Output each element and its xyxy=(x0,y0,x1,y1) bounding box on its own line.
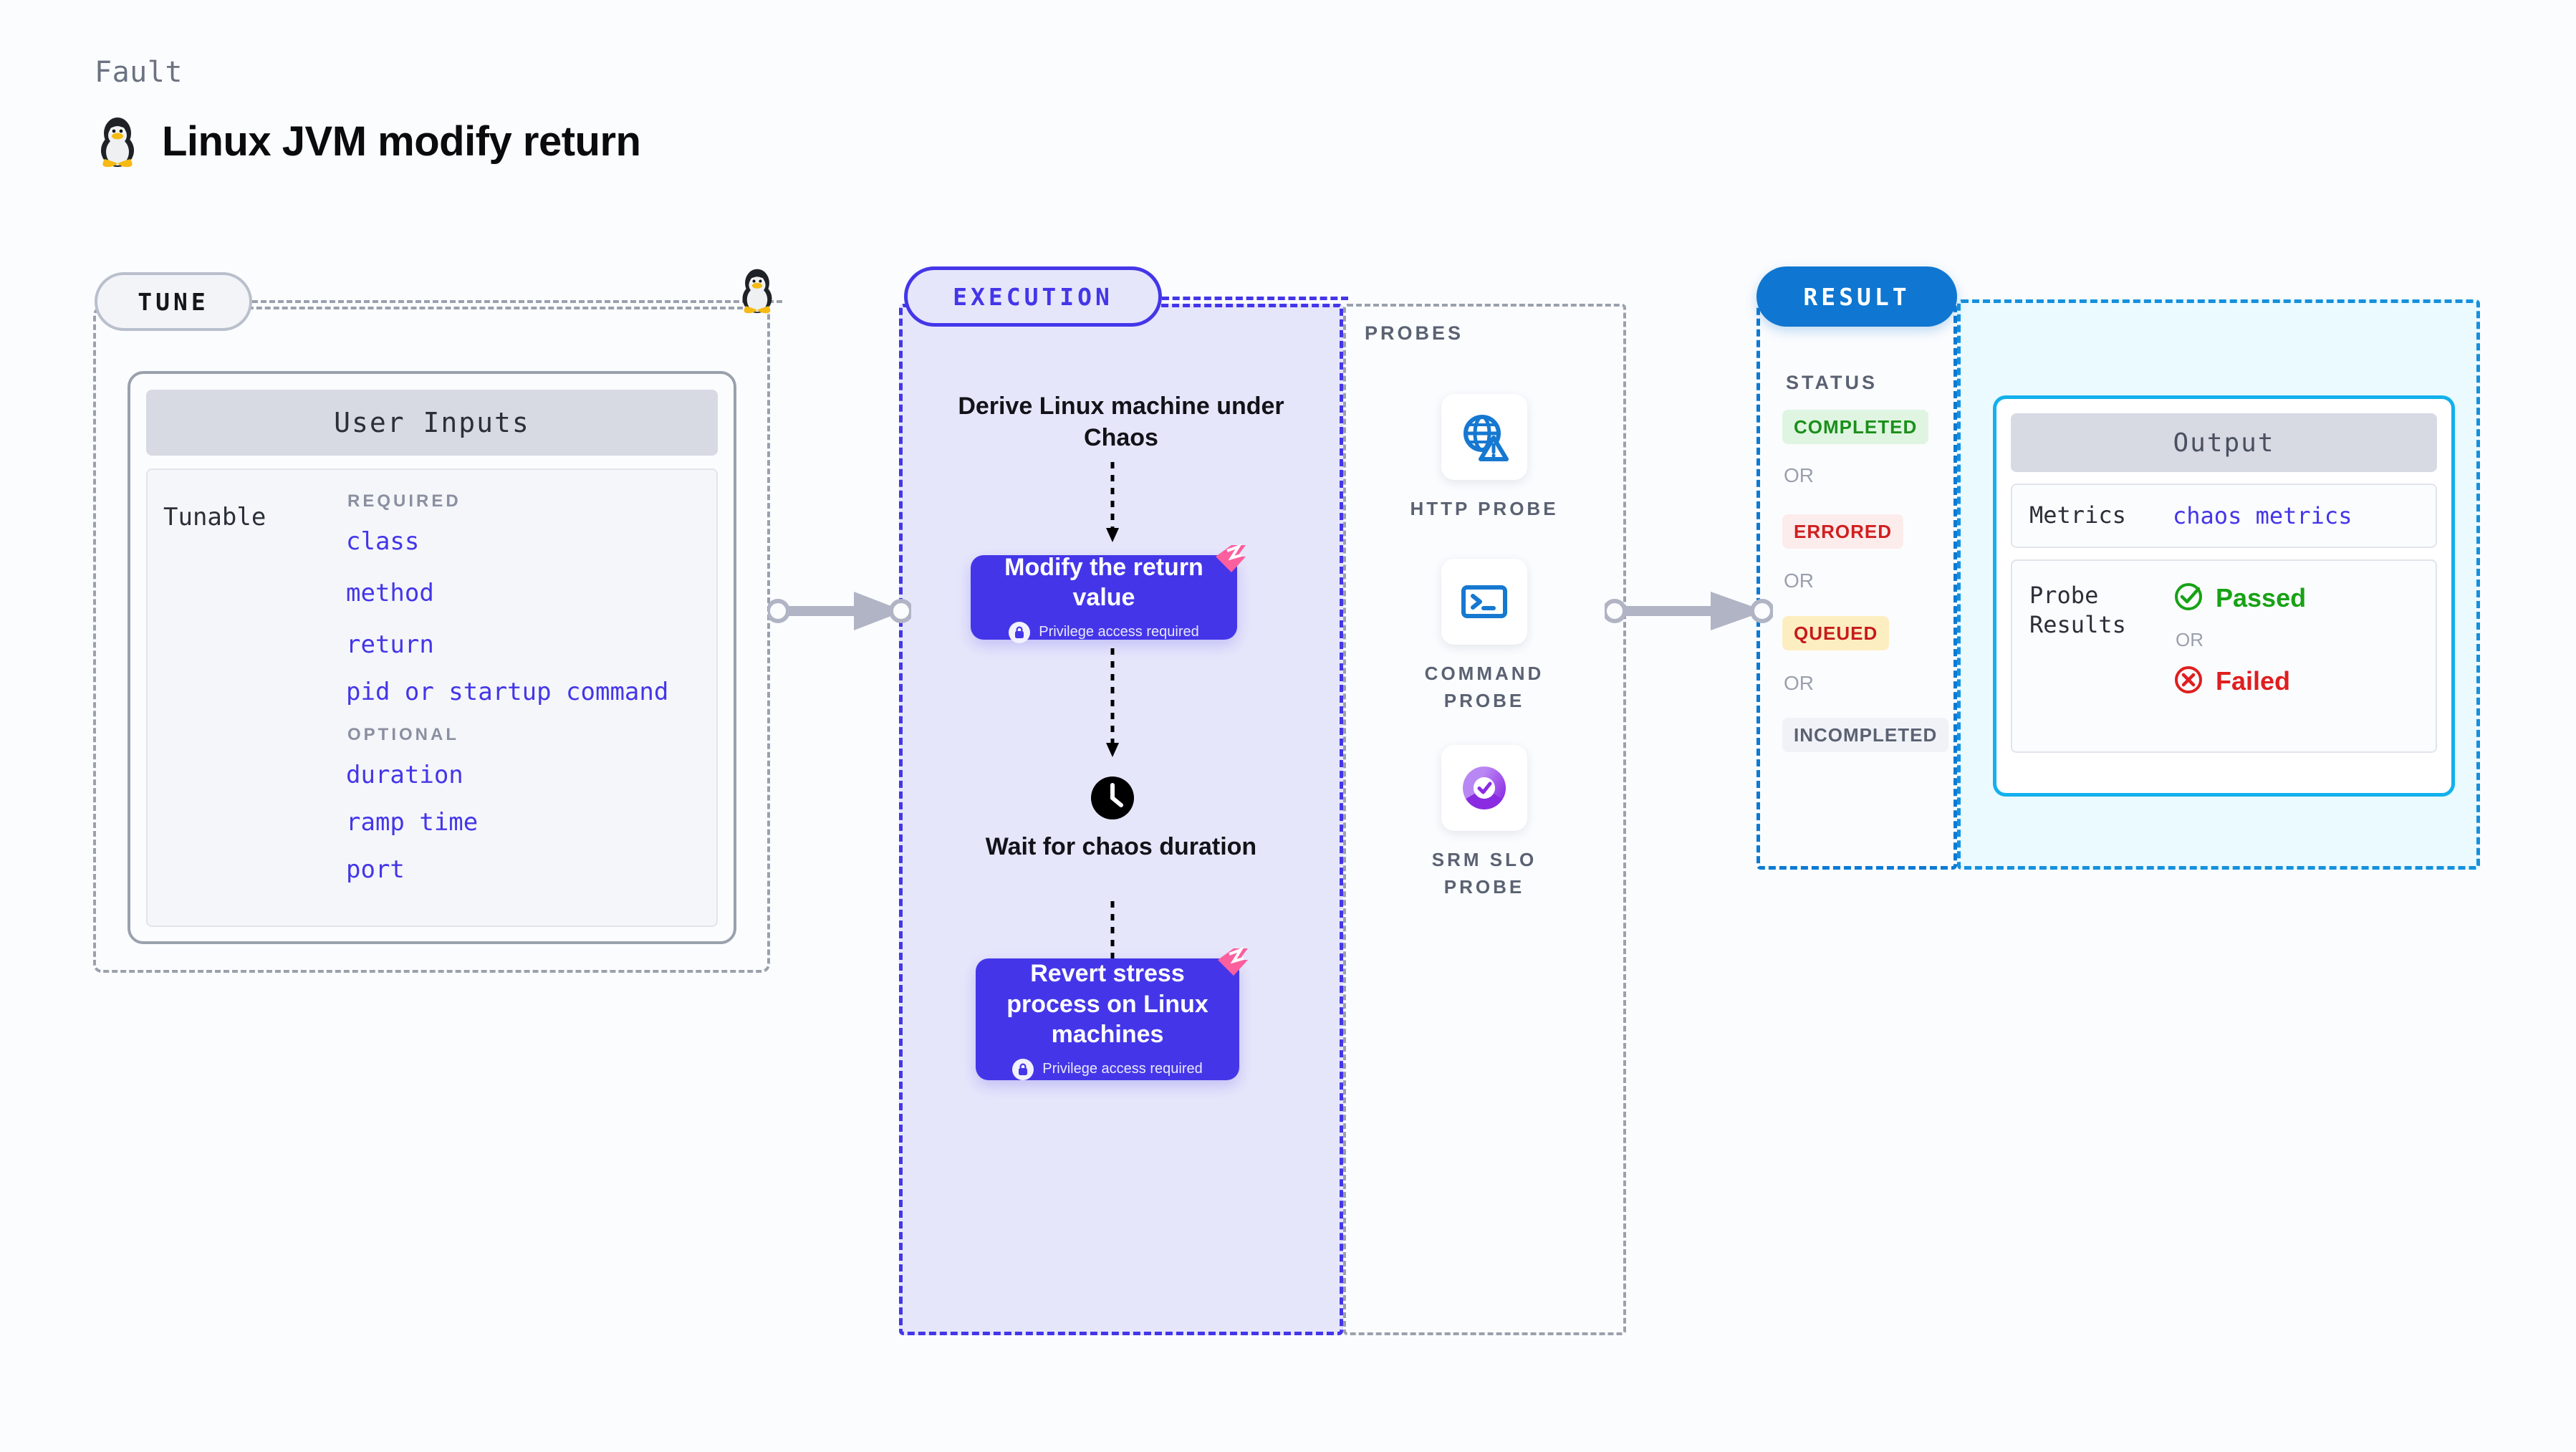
status-or-1: OR xyxy=(1784,464,1814,486)
result-section-boundary xyxy=(1756,304,1957,870)
step-modify-return-value-card[interactable]: Modify the return value Privilege access… xyxy=(971,544,1246,643)
step-revert-stress-process-card[interactable]: Revert stress process on Linux machines … xyxy=(976,947,1248,1080)
output-metrics-key: Metrics xyxy=(2029,501,2126,529)
status-badge-queued: QUEUED xyxy=(1782,616,1890,650)
param-class[interactable]: class xyxy=(346,527,420,556)
clock-icon xyxy=(1090,776,1135,824)
flow-arrow-1 xyxy=(1103,462,1122,552)
harness-logo-icon xyxy=(1210,541,1250,582)
status-badge-errored: ERRORED xyxy=(1782,514,1904,549)
probe-http[interactable]: HTTP PROBE xyxy=(1391,394,1577,523)
probe-command[interactable]: COMMAND PROBE xyxy=(1391,559,1577,714)
probe-result-passed-label: Passed xyxy=(2216,583,2307,613)
param-duration[interactable]: duration xyxy=(346,761,463,789)
user-inputs-card: User Inputs Tunable REQUIRED class metho… xyxy=(128,371,736,944)
flow-arrow-2 xyxy=(1103,648,1122,766)
param-method[interactable]: method xyxy=(346,579,434,607)
probe-result-or: OR xyxy=(2176,628,2203,650)
execution-top-dashed-line xyxy=(1162,297,1348,300)
result-section-pill[interactable]: RESULT xyxy=(1756,266,1957,327)
step-modify-return-value-title: Modify the return value xyxy=(1004,553,1203,612)
slo-donut-check-icon xyxy=(1441,745,1527,831)
status-or-2: OR xyxy=(1784,569,1814,592)
param-return[interactable]: return xyxy=(346,630,434,659)
probe-http-label: HTTP PROBE xyxy=(1410,498,1559,519)
param-pid-or-startup-command[interactable]: pid or startup command xyxy=(346,678,669,706)
output-metrics-value[interactable]: chaos metrics xyxy=(2173,501,2352,529)
probe-result-passed: Passed xyxy=(2173,581,2306,616)
probes-section-label: PROBES xyxy=(1365,322,1464,344)
status-badge-incompleted: INCOMPLETED xyxy=(1782,718,1949,752)
connector-tune-to-execution xyxy=(766,586,913,640)
probe-result-failed-label: Failed xyxy=(2216,666,2291,696)
tunable-params-list: REQUIRED class method return pid or star… xyxy=(346,491,701,904)
output-card-title: Output xyxy=(2011,413,2437,472)
user-inputs-card-body: Tunable REQUIRED class method return pid… xyxy=(146,468,718,927)
user-inputs-card-title: User Inputs xyxy=(146,390,718,456)
tunable-row-label: Tunable xyxy=(163,503,266,532)
probe-srm-slo-label: SRM SLO PROBE xyxy=(1431,849,1537,898)
output-probe-results-key: Probe Results xyxy=(2029,581,2126,639)
step-revert-stress-process-title: Revert stress process on Linux machines xyxy=(1006,960,1208,1049)
tux-penguin-icon xyxy=(95,115,140,168)
x-circle-icon xyxy=(2173,664,2204,699)
privilege-access-note-2: Privilege access required xyxy=(1012,1058,1203,1080)
privilege-access-note-1: Privilege access required xyxy=(1009,621,1199,643)
probe-srm-slo[interactable]: SRM SLO PROBE xyxy=(1391,745,1577,900)
status-or-3: OR xyxy=(1784,672,1814,694)
status-badge-completed: COMPLETED xyxy=(1782,410,1929,444)
lock-icon xyxy=(1009,621,1031,643)
tux-penguin-perched-icon xyxy=(736,266,778,317)
output-row-probe-results: Probe Results Passed OR xyxy=(2011,559,2437,753)
param-port[interactable]: port xyxy=(346,855,405,884)
probe-command-label: COMMAND PROBE xyxy=(1424,663,1544,711)
execution-section-pill[interactable]: EXECUTION xyxy=(904,266,1162,327)
output-card: Output Metrics chaos metrics Probe Resul… xyxy=(1993,395,2455,797)
connector-probes-to-result xyxy=(1602,586,1774,640)
probe-result-failed: Failed xyxy=(2173,664,2306,699)
lock-icon xyxy=(1012,1058,1034,1080)
globe-warning-icon xyxy=(1441,394,1527,480)
privilege-access-label-2: Privilege access required xyxy=(1042,1061,1203,1077)
terminal-icon xyxy=(1441,559,1527,645)
param-ramp-time[interactable]: ramp time xyxy=(346,808,479,837)
status-group-label: STATUS xyxy=(1786,372,1878,393)
derive-linux-machine-node: Derive Linux machine under Chaos xyxy=(958,393,1284,452)
optional-group-label: OPTIONAL xyxy=(347,725,459,744)
privilege-access-label-1: Privilege access required xyxy=(1039,624,1199,640)
fault-eyebrow-label: Fault xyxy=(95,56,183,89)
tune-top-dashed-line xyxy=(252,300,782,303)
page-title: Linux JVM modify return xyxy=(162,117,641,165)
probe-results-values: Passed OR Failed xyxy=(2173,581,2306,699)
output-row-metrics: Metrics chaos metrics xyxy=(2011,484,2437,548)
harness-logo-icon xyxy=(1212,944,1252,985)
wait-for-chaos-duration-node: Wait for chaos duration xyxy=(985,833,1257,860)
page-title-row: Linux JVM modify return xyxy=(95,115,641,168)
execution-section-boundary xyxy=(899,304,1343,1335)
tune-section-pill[interactable]: TUNE xyxy=(95,272,252,331)
required-group-label: REQUIRED xyxy=(347,491,461,511)
check-circle-icon xyxy=(2173,581,2204,616)
